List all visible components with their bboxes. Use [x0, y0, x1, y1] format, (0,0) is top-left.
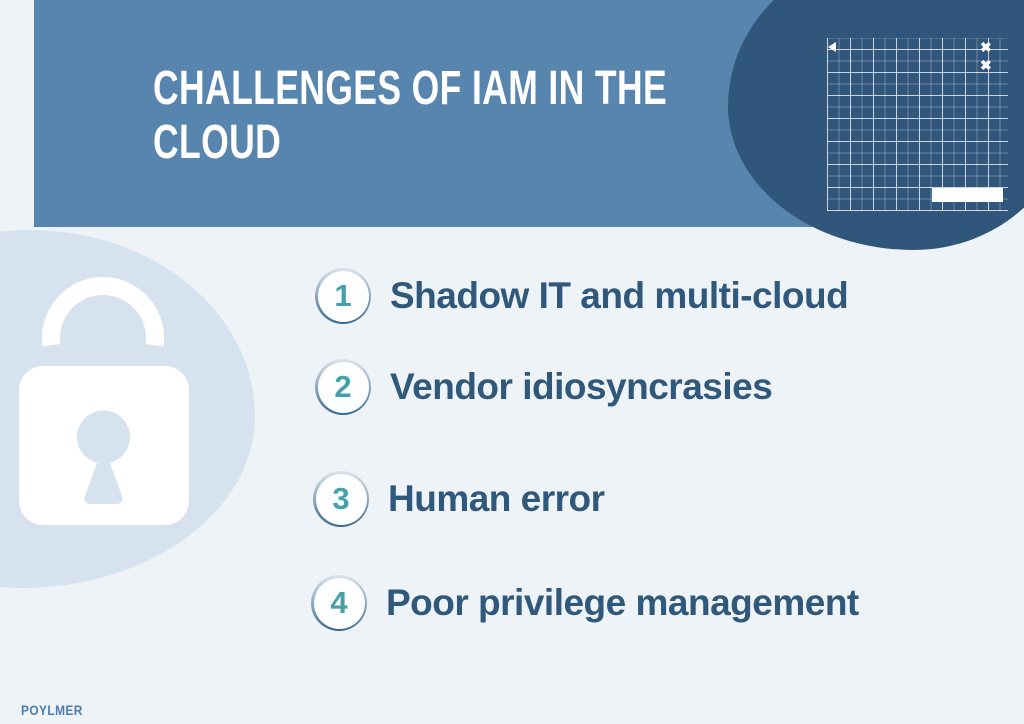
number-badge: 4 — [311, 575, 367, 631]
x-mark-icon: ✖ — [980, 39, 992, 55]
item-number: 1 — [317, 270, 369, 322]
list-item: 3 Human error — [313, 471, 605, 527]
page-title-line-2: CLOUD — [153, 116, 282, 169]
list-item: 2 Vendor idiosyncrasies — [315, 359, 773, 415]
page-title: CHALLENGES OF IAM IN THE CLOUD — [153, 62, 667, 170]
padlock-icon — [19, 277, 189, 525]
list-item: 4 Poor privilege management — [311, 575, 859, 631]
brand-logo: POYLMER — [21, 702, 83, 718]
page-title-line-1: CHALLENGES OF IAM IN THE — [153, 62, 668, 115]
item-number: 2 — [317, 361, 369, 413]
progress-bar — [932, 188, 1003, 202]
item-number: 3 — [315, 473, 367, 525]
number-badge: 1 — [315, 268, 371, 324]
item-label: Vendor idiosyncrasies — [390, 366, 773, 407]
item-label: Shadow IT and multi-cloud — [390, 275, 849, 316]
number-badge: 3 — [313, 471, 369, 527]
x-mark-icon: ✖ — [980, 57, 992, 73]
item-number: 4 — [313, 577, 365, 629]
item-label: Human error — [388, 478, 605, 519]
number-badge: 2 — [315, 359, 371, 415]
list-item: 1 Shadow IT and multi-cloud — [315, 268, 849, 324]
item-label: Poor privilege management — [386, 582, 859, 623]
cursor-arrow-icon — [828, 42, 836, 52]
grid-pattern — [827, 38, 1008, 211]
